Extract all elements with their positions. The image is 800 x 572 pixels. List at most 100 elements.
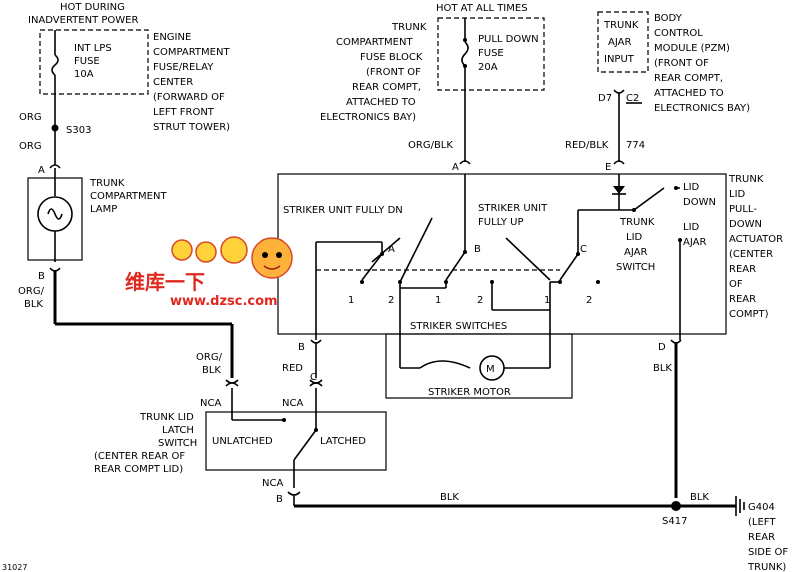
switch-a-pos-1: 1 <box>348 295 354 306</box>
pull-down-fuse-box <box>437 17 545 91</box>
svg-text:REAR: REAR <box>729 294 756 305</box>
pull-down-rating: 20A <box>478 62 498 73</box>
s303-splice <box>51 124 59 132</box>
terminal-d7: D7 <box>598 93 612 104</box>
svg-text:ACTUATOR: ACTUATOR <box>729 234 783 245</box>
striker-switch-a[interactable] <box>361 253 383 281</box>
svg-text:(LEFT: (LEFT <box>748 517 776 528</box>
mascot-icon <box>251 237 293 279</box>
org-blk-c-label-2: BLK <box>202 365 221 376</box>
svg-text:G404: G404 <box>748 502 775 513</box>
figure-id: 31027 <box>2 563 27 572</box>
trunk-lamp-label: TRUNK COMPARTMENT LAMP <box>89 178 167 215</box>
hot-during-label-2: INADVERTENT POWER <box>28 15 138 26</box>
striker-fully-dn-label: STRIKER UNIT FULLY DN <box>283 205 403 216</box>
striker-fully-up-label-2: FULLY UP <box>478 217 524 228</box>
svg-text:REAR: REAR <box>729 264 756 275</box>
svg-text:TRUNK: TRUNK <box>89 178 125 189</box>
bcm-box <box>597 11 649 73</box>
pull-down-fuse-label: FUSE <box>478 48 504 59</box>
svg-text:TRUNK: TRUNK <box>391 22 427 33</box>
org-label-2: ORG <box>19 141 42 152</box>
lid-ajar-switch[interactable] <box>633 187 665 211</box>
watermark-cn: 维库一下 <box>125 270 205 294</box>
nca-label-3: NCA <box>262 478 283 489</box>
actuator-terminal-e: E <box>605 162 611 173</box>
engine-fuse-box <box>39 29 149 95</box>
org-blk-c-label-1: ORG/ <box>196 352 223 363</box>
svg-text:(CENTER: (CENTER <box>729 249 773 260</box>
svg-text:FUSE BLOCK: FUSE BLOCK <box>360 52 423 63</box>
connector-c-left: C <box>310 372 317 383</box>
striker-fully-up-label-1: STRIKER UNIT <box>478 203 548 214</box>
trunk-ajar-input-3: INPUT <box>604 54 635 65</box>
latch-switch-contact[interactable] <box>293 429 317 461</box>
switch-c-pos-1: 1 <box>544 295 550 306</box>
svg-text:LEFT FRONT: LEFT FRONT <box>153 107 215 118</box>
svg-text:AJAR: AJAR <box>624 247 647 258</box>
nca-label-2: NCA <box>282 398 303 409</box>
svg-text:TRUNK LID: TRUNK LID <box>139 412 194 423</box>
org-blk-lamp-label-2: BLK <box>24 299 43 310</box>
lid-ajar-label-2: AJAR <box>683 237 706 248</box>
trunk-ajar-input-1: TRUNK <box>603 20 639 31</box>
svg-text:LATCH: LATCH <box>162 425 194 436</box>
svg-text:ATTACHED TO: ATTACHED TO <box>346 97 416 108</box>
trunk-fuse-block-label: TRUNK COMPARTMENT FUSE BLOCK (FRONT OF R… <box>320 22 427 123</box>
svg-text:TRUNK: TRUNK <box>728 174 764 185</box>
svg-text:COMPT): COMPT) <box>729 309 769 320</box>
svg-text:COMPARTMENT: COMPARTMENT <box>90 191 167 202</box>
s303-label: S303 <box>66 125 91 136</box>
striker-motor-label: STRIKER MOTOR <box>428 387 511 398</box>
trunk-ajar-input-2: AJAR <box>608 37 631 48</box>
lamp-terminal-a: A <box>38 165 45 176</box>
engine-block-label: ENGINE COMPARTMENT FUSE/RELAY CENTER (FO… <box>153 32 230 133</box>
switch-a-label: A <box>388 244 395 255</box>
svg-text:SIDE OF: SIDE OF <box>748 547 788 558</box>
svg-text:COMPARTMENT: COMPARTMENT <box>336 37 413 48</box>
org-blk-lamp-label-1: ORG/ <box>18 286 45 297</box>
striker-motor-box <box>385 333 573 399</box>
watermark-logo: 维库一下 www.dzsc.com <box>125 236 293 309</box>
svg-text:PULL-: PULL- <box>729 204 757 215</box>
s417-label: S417 <box>662 516 687 527</box>
latch-terminal-b: B <box>276 494 283 505</box>
lid-down-label-2: DOWN <box>683 197 716 208</box>
ground-icon <box>735 496 745 516</box>
svg-text:REAR COMPT LID): REAR COMPT LID) <box>94 464 183 475</box>
svg-text:TRUNK): TRUNK) <box>747 562 786 572</box>
svg-text:LID: LID <box>729 189 746 200</box>
striker-switch-b[interactable] <box>445 251 466 281</box>
red-blk-label: RED/BLK <box>565 140 609 151</box>
org-label-1: ORG <box>19 112 42 123</box>
actuator-label: TRUNK LID PULL- DOWN ACTUATOR (CENTER RE… <box>728 174 783 320</box>
unlatched-label: UNLATCHED <box>212 436 273 447</box>
int-lps-label: INT LPS <box>74 43 112 54</box>
striker-down-arm <box>399 217 433 283</box>
blk-bottom-label: BLK <box>440 492 459 503</box>
svg-text:REAR: REAR <box>748 532 775 543</box>
svg-text:BODY: BODY <box>654 13 683 24</box>
svg-text:ELECTRONICS BAY): ELECTRONICS BAY) <box>654 103 750 114</box>
bcm-label: BODY CONTROL MODULE (PZM) (FRONT OF REAR… <box>654 13 750 114</box>
nca-label-1: NCA <box>200 398 221 409</box>
pull-down-fuse-symbol <box>461 41 469 67</box>
pull-down-label: PULL DOWN <box>478 34 539 45</box>
svg-text:LAMP: LAMP <box>90 204 117 215</box>
lid-ajar-switch-label: TRUNK LID AJAR SWITCH <box>616 217 655 273</box>
terminal-c2: C2 <box>626 93 639 104</box>
svg-text:FUSE/RELAY: FUSE/RELAY <box>153 62 214 73</box>
svg-text:SWITCH: SWITCH <box>158 438 197 449</box>
blk-d-label: BLK <box>653 363 672 374</box>
blk-right-label: BLK <box>690 492 709 503</box>
svg-text:OF: OF <box>729 279 743 290</box>
svg-text:DOWN: DOWN <box>729 219 762 230</box>
striker-up-arm <box>505 237 551 281</box>
svg-text:ENGINE: ENGINE <box>153 32 191 43</box>
switch-b-pos-1: 1 <box>435 295 441 306</box>
switch-c-pos-2: 2 <box>586 295 592 306</box>
striker-switch-c[interactable] <box>559 253 579 281</box>
hot-during-label-1: HOT DURING <box>60 2 125 13</box>
hot-all-times-label: HOT AT ALL TIMES <box>436 3 528 14</box>
